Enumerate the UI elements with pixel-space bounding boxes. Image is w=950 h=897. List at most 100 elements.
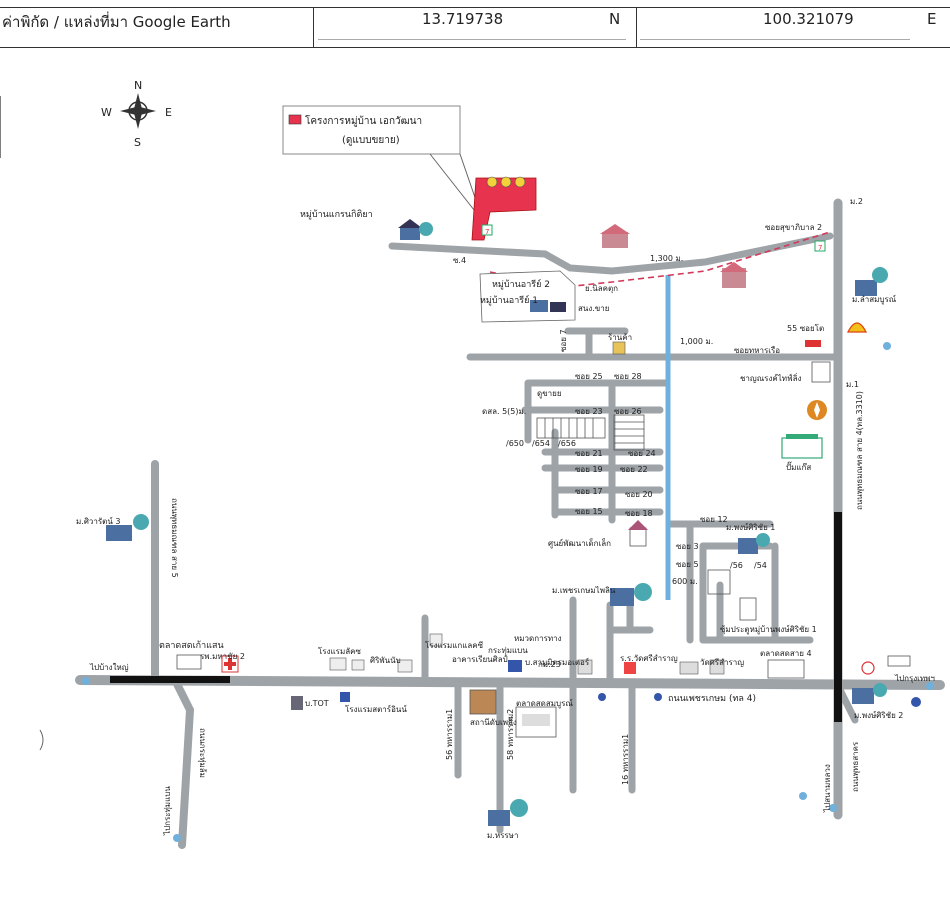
label-nilkhamchu: ย.นิลคตุก <box>585 284 618 293</box>
house-icon <box>106 514 149 541</box>
label-krathumroad: ถนนกระทุ่มล้ม <box>198 728 207 778</box>
label-s56: 56 ทหารราม1 <box>445 709 454 760</box>
village-icons: 7 7 <box>82 219 934 842</box>
block-grid <box>536 361 831 621</box>
label-soi26: ซอย 26 <box>614 407 642 416</box>
label-sale: ดูขายย <box>537 389 562 399</box>
building-icon <box>679 661 699 675</box>
building-icon <box>508 660 522 672</box>
label-mu1: ม.1 <box>846 380 859 389</box>
building-icon <box>709 659 725 675</box>
project-parcel <box>471 176 537 241</box>
label-soi28: ซอย 28 <box>614 372 642 381</box>
label-samsan: ถนนพุทธสาคร <box>851 741 860 792</box>
label-kon: ดสล. 5(5)ม. <box>482 407 526 416</box>
label-mu23: กม.23 <box>538 660 561 669</box>
label-sam: บ.สามมิตรมอเตอร์ <box>525 657 590 667</box>
label-soi20: ซอย 20 <box>625 490 653 499</box>
label-hotel: โรงแรมลัคซ <box>318 646 361 656</box>
direction-arrow-icon <box>173 834 181 842</box>
compass-rose-icon <box>120 93 156 129</box>
house-icon <box>720 262 748 288</box>
road-samsan <box>836 686 859 724</box>
label-mhadkarn: หมวดการทาง <box>514 634 562 643</box>
label-childcenter: ศูนย์พัฒนาเด็กเล็ก <box>548 538 611 549</box>
label-phetkasem: ถนนเพชรเกษม (ทล 4) <box>668 694 756 704</box>
coordinate-header: ค่าพิกัด / แหล่งที่มา Google Earth 13.71… <box>0 0 950 48</box>
latitude-value: 13.719738 <box>422 10 504 28</box>
header-bottom-border <box>0 47 950 48</box>
label-s58: 58 ทหารราม2 <box>506 709 515 760</box>
house-icon <box>530 300 566 312</box>
direction-arrow-icon <box>82 677 90 685</box>
fire-station-icon <box>469 689 497 715</box>
label-hospital: รพ.มหาชัย 2 <box>200 652 245 661</box>
overpass-west <box>110 676 230 683</box>
house-icon <box>738 533 770 554</box>
house-icon <box>610 583 652 606</box>
shell-icon <box>846 322 868 333</box>
label-soi12: ซอย 12 <box>700 515 728 524</box>
label-petrol: ปั๊มแก๊ส <box>786 461 811 472</box>
road-krathum <box>171 676 195 849</box>
longitude-direction: E <box>927 10 937 28</box>
label-soi5: ซอย 5 <box>676 560 699 569</box>
direction-arrow-icon <box>598 693 606 701</box>
building-icon <box>429 633 443 647</box>
label-656: /656 <box>558 439 576 448</box>
label-mu2: ม.2 <box>850 197 863 206</box>
label-650: /650 <box>506 439 524 448</box>
label-charoen: ชาญณรงค์ไทฟ์ลิ่ง <box>740 372 802 383</box>
child-center-icon <box>628 520 648 547</box>
house-icon <box>398 219 433 240</box>
label-sanam: ไปสนามหลวง <box>823 764 832 813</box>
direction-arrow-icon <box>654 693 662 701</box>
header-underline <box>640 39 910 40</box>
market-icon <box>176 654 202 670</box>
compass-e: E <box>165 106 172 119</box>
label-soi55: 55 ซอยโต <box>787 323 824 333</box>
label-krathum-road: ไปกระทุ่มแบน <box>163 786 172 836</box>
coordinate-source-label: ค่าพิกัด / แหล่งที่มา Google Earth <box>2 13 231 31</box>
latitude-direction: N <box>609 10 621 28</box>
label-56: /56 <box>730 561 743 570</box>
label-hotel2: โรงแรมแกแลคซี <box>425 640 484 650</box>
hotel-icon <box>624 662 636 674</box>
caltex-icon <box>807 400 827 420</box>
label-phet: ม.เพชรเกษมไพลิน <box>552 586 616 595</box>
label-samrong: ม.ลำสมบูรณ์ <box>852 294 897 305</box>
market-icon <box>767 659 805 679</box>
header-divider <box>636 7 637 48</box>
label-station: สถานีดับเพลิง <box>470 718 517 727</box>
label-school: อาคารเรียนศิลป์ <box>452 654 508 664</box>
label-soi4: ซ.4 <box>453 256 466 265</box>
svg-text:7: 7 <box>818 244 822 252</box>
legend-box <box>282 105 481 216</box>
header-top-border <box>0 7 950 8</box>
label-soi25: ซอย 25 <box>575 372 603 381</box>
location-map: N S W E โครงการหมู่บ้าน เอกวัฒนา (ดูแบบข… <box>0 79 945 849</box>
label-gate: ซุ้มประตูหมู่บ้านพงษ์ศิริชัย 1 <box>720 624 817 635</box>
direction-arrow-icon <box>926 682 934 690</box>
label-bangyai: ไปบ้างใหญ่ <box>89 663 129 672</box>
label-hotelst: โรงแรมสตาร์อินน์ <box>345 704 407 714</box>
label-market-koom: ตลาดสดเก้าแสน <box>159 640 224 651</box>
market-icon <box>887 655 911 667</box>
legend-title: โครงการหมู่บ้าน เอกวัฒนา <box>305 114 422 127</box>
label-dist-1000: 1,000 ม. <box>680 337 713 346</box>
compass-w: W <box>101 106 112 119</box>
label-road4main: ถนนพุทธมณฑล สาย 4(ทล.3310) <box>855 391 864 510</box>
car-icon <box>805 340 821 347</box>
shop-icon <box>612 341 626 355</box>
label-soi19: ซอย 19 <box>575 465 603 474</box>
seven-eleven-icon: 7 <box>481 224 493 236</box>
label-654: /654 <box>532 439 550 448</box>
label-siri3: ม.ศิวารัตน์ 3 <box>76 516 120 526</box>
label-road5: ถนนพุทธมณฑล สาย 5 <box>170 498 179 578</box>
petrol-station-icon <box>781 434 823 459</box>
building-icon <box>577 659 593 675</box>
house-icon <box>852 683 887 704</box>
label-dist-1300: 1,300 ม. <box>650 254 683 263</box>
label-aree1: หมู่บ้านอารีย์ 1 <box>480 294 538 306</box>
header-underline <box>318 39 626 40</box>
